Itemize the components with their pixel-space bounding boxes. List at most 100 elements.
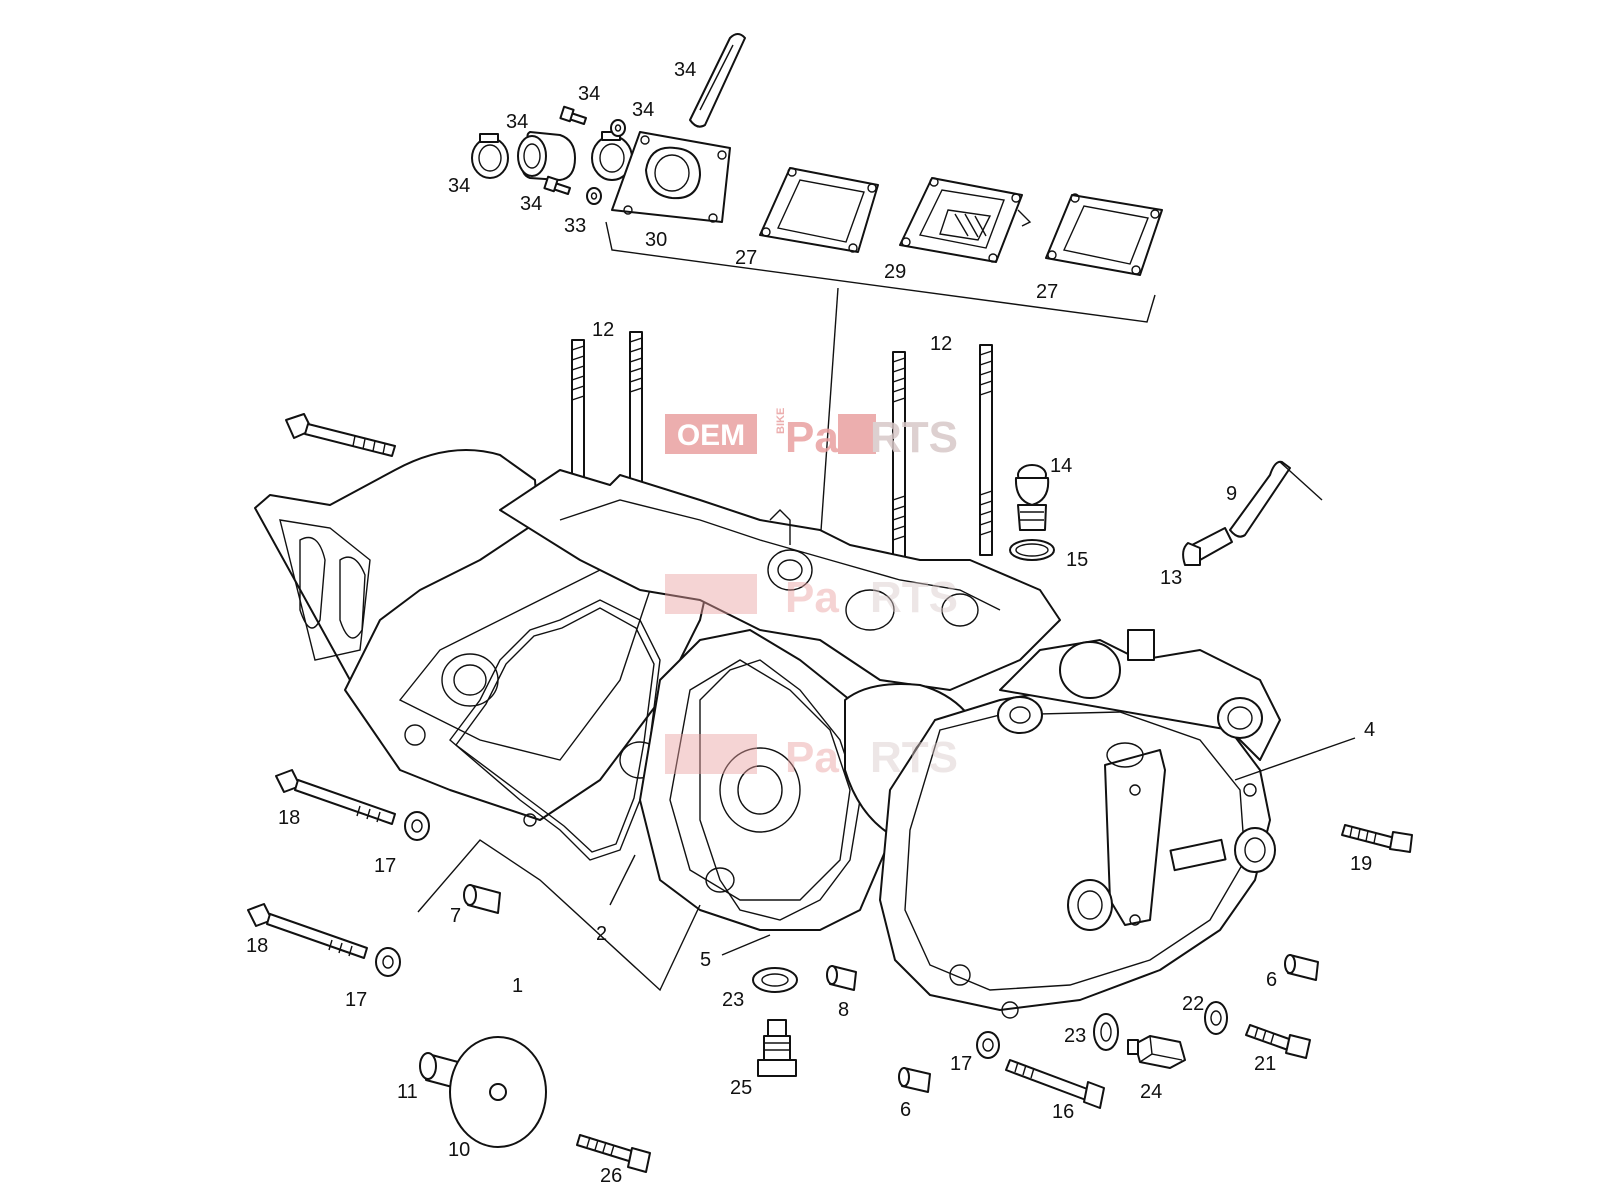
cover-disc-10 — [449, 1036, 547, 1148]
crankcase-center — [499, 469, 1061, 691]
callout-10: 10 — [448, 1139, 470, 1161]
callout-34-screw: 34 — [578, 83, 600, 105]
callout-33: 33 — [564, 215, 586, 237]
screw-26 — [576, 1134, 651, 1173]
callout-24: 24 — [1140, 1081, 1162, 1103]
callout-27-right: 27 — [1036, 281, 1058, 303]
crankcase-assembly — [254, 413, 1281, 1019]
watermark-bike: BIKE — [775, 408, 787, 434]
watermark-rts-2: RTS — [870, 573, 958, 622]
callout-12-right: 12 — [930, 333, 952, 355]
center-gasket — [699, 659, 861, 921]
callout-23-left: 23 — [722, 989, 744, 1011]
callout-8: 8 — [838, 999, 849, 1021]
callout-22: 22 — [1182, 993, 1204, 1015]
crankcase-gasket-left — [449, 599, 661, 861]
callout-34-strap: 34 — [674, 59, 696, 81]
stud-4 — [979, 344, 993, 556]
callout-17-right: 17 — [950, 1053, 972, 1075]
callout-25: 25 — [730, 1077, 752, 1099]
callout-23-right: 23 — [1064, 1025, 1086, 1047]
intake-sleeve — [517, 131, 576, 181]
watermark-pa: Pa — [785, 413, 839, 462]
callout-21: 21 — [1254, 1053, 1276, 1075]
callout-18-upper: 18 — [278, 807, 300, 829]
washer-lower — [586, 187, 602, 205]
bolt-18-upper — [275, 769, 396, 825]
callout-5: 5 — [700, 949, 711, 971]
callout-18-lower: 18 — [246, 935, 268, 957]
hose-clamp-left — [471, 133, 509, 179]
washer-17-lower — [375, 947, 401, 977]
callout-34-screw-lower: 34 — [520, 193, 542, 215]
watermark-low: Pa RTS — [665, 733, 958, 782]
seal-23-right — [1093, 1013, 1119, 1051]
drain-plug-24 — [1127, 1035, 1186, 1069]
intake-assembly — [471, 33, 1163, 546]
seal-23-left — [752, 967, 798, 993]
dowel-6-right — [1284, 954, 1319, 981]
callout-11: 11 — [397, 1081, 418, 1103]
callout-26: 26 — [600, 1165, 622, 1187]
oil-filler-cap — [1014, 464, 1050, 531]
dowel-8 — [826, 965, 857, 991]
washer-22 — [1204, 1001, 1228, 1035]
watermark-rts-3: RTS — [870, 733, 958, 782]
gasket-left — [759, 167, 879, 253]
callout-13: 13 — [1160, 567, 1182, 589]
callout-9: 9 — [1226, 483, 1237, 505]
callout-29: 29 — [884, 261, 906, 283]
spacer-11 — [419, 1052, 459, 1089]
callout-6-right: 6 — [1266, 969, 1277, 991]
center-case-section — [639, 629, 891, 931]
callout-7: 7 — [450, 905, 461, 927]
washer-17-right — [976, 1031, 1000, 1059]
callout-4: 4 — [1364, 719, 1375, 741]
screw-21 — [1245, 1024, 1311, 1059]
gasket-right — [1045, 193, 1163, 276]
callout-34-washer: 34 — [632, 99, 654, 121]
reed-valve-block — [899, 177, 1032, 263]
watermark-top: OEM BIKE Pa RTS — [665, 408, 958, 462]
cylinder-studs — [571, 331, 993, 563]
stud-1 — [571, 339, 585, 491]
dowel-7 — [463, 884, 501, 914]
callout-labels: 34 34 34 34 34 34 33 30 27 29 27 12 12 1… — [246, 59, 1375, 1187]
screw-lower — [543, 175, 571, 195]
group-bracket — [605, 221, 1156, 323]
callout-1: 1 — [512, 975, 523, 997]
breather-hose — [1229, 460, 1291, 538]
intake-strap — [689, 33, 746, 128]
callout-34-sleeve: 34 — [506, 111, 528, 133]
callout-14: 14 — [1050, 455, 1072, 477]
callout-16: 16 — [1052, 1101, 1074, 1123]
intake-manifold — [611, 131, 731, 223]
breather-elbow — [1182, 527, 1233, 566]
watermark-mid: Pa RTS — [665, 573, 958, 622]
callout-17-upper: 17 — [374, 855, 396, 877]
screw-upper — [559, 105, 587, 125]
callout-12-left: 12 — [592, 319, 614, 341]
plug-25 — [757, 1019, 797, 1077]
bolt-18-lower — [247, 903, 368, 959]
watermark-pa-3: Pa — [785, 733, 839, 782]
callout-17-lower: 17 — [345, 989, 367, 1011]
callout-30: 30 — [645, 229, 667, 251]
small-parts — [247, 460, 1413, 1173]
callout-2: 2 — [596, 923, 607, 945]
cover-bolt — [285, 413, 396, 457]
stud-2 — [629, 331, 643, 493]
dowel-6-bottom — [898, 1067, 931, 1093]
watermark-oem: OEM — [677, 419, 745, 452]
watermark-rts: RTS — [870, 413, 958, 462]
callout-15: 15 — [1066, 549, 1088, 571]
callout-27-left: 27 — [735, 247, 757, 269]
callout-34-clamp: 34 — [448, 175, 470, 197]
bolt-16 — [1005, 1059, 1105, 1109]
bolt-19 — [1341, 824, 1413, 853]
callout-19: 19 — [1350, 853, 1372, 875]
callout-6-bottom: 6 — [900, 1099, 911, 1121]
stud-3 — [892, 351, 906, 563]
leader-lines — [417, 737, 1356, 992]
